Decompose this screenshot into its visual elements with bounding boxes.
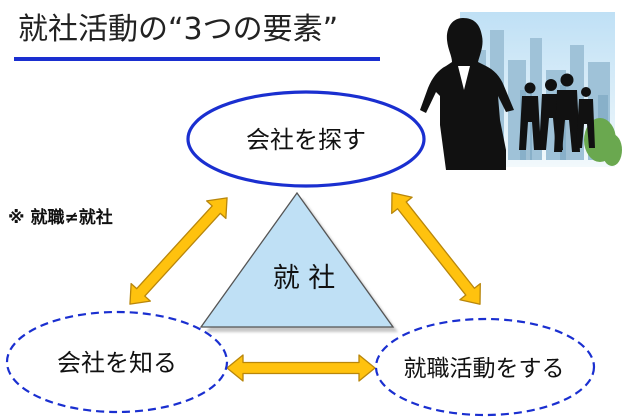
title-underline bbox=[14, 57, 380, 61]
center-triangle bbox=[199, 191, 395, 328]
arrow-know-to-activity bbox=[226, 354, 376, 382]
node-search-label: 会社を探す bbox=[246, 126, 366, 154]
center-label: 就 社 bbox=[273, 263, 336, 294]
businesspeople-illustration bbox=[420, 12, 622, 170]
node-search-company: 会社を探す bbox=[186, 90, 426, 188]
node-know-label: 会社を知る bbox=[57, 349, 177, 377]
arrow-search-to-activity bbox=[391, 192, 481, 305]
page-title: 就社活動の“3つの要素” bbox=[18, 12, 339, 47]
arrow-search-to-know bbox=[129, 197, 228, 305]
node-activity-label: 就職活動をする bbox=[404, 356, 565, 382]
node-know-company: 会社を知る bbox=[5, 310, 229, 414]
note-text: ※ 就職≠就社 bbox=[8, 208, 113, 228]
node-job-activity: 就職活動をする bbox=[374, 317, 596, 417]
